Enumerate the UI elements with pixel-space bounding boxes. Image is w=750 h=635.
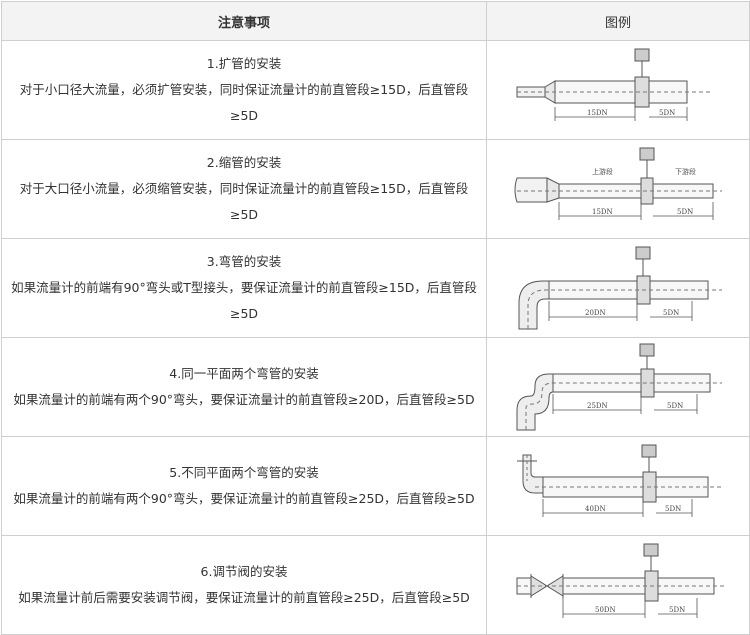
upstream-length-label: 20DN: [585, 309, 606, 317]
row-title: 5.不同平面两个弯管的安装: [169, 465, 319, 480]
figure-cell: 50DN 5DN: [486, 535, 750, 635]
row-title: 6.调节阀的安装: [200, 564, 288, 579]
table-header-row: 注意事项 图例: [1, 1, 750, 41]
row-title: 2.缩管的安装: [206, 155, 282, 170]
double-elbow-3d-diagram: 40DN 5DN: [517, 444, 722, 517]
row-text-cell: 2.缩管的安装 对于大口径小流量，必须缩管安装，同时保证流量计的前直管段≥15D…: [1, 139, 487, 239]
reducer-diagram: 上游段 下游段 15DN 5DN: [514, 147, 722, 220]
row-description: 对于大口径小流量，必须缩管安装，同时保证流量计的前直管段≥15D，后直管段≥5D: [19, 181, 469, 222]
row-description: 对于小口径大流量，必须扩管安装，同时保证流量计的前直管段≥15D，后直管段≥5D: [19, 82, 469, 123]
row-title: 3.弯管的安装: [206, 254, 282, 269]
upstream-length-label: 15DN: [592, 208, 613, 216]
figure-cell: 20DN 5DN: [486, 238, 750, 338]
row-description: 如果流量计的前端有两个90°弯头，要保证流量计的前直管段≥25D，后直管段≥5D: [13, 491, 475, 506]
upstream-section-label: 上游段: [592, 167, 613, 176]
upstream-length-label: 25DN: [587, 402, 608, 410]
expander-diagram: 15DN 5DN: [516, 48, 712, 121]
downstream-length-label: 5DN: [659, 109, 675, 117]
row-text-cell: 3.弯管的安装 如果流量计的前端有90°弯头或T型接头，要保证流量计的前直管段≥…: [1, 238, 487, 338]
valve-diagram: 50DN 5DN: [516, 543, 725, 618]
header-figure: 图例: [486, 1, 750, 41]
table-row: 3.弯管的安装 如果流量计的前端有90°弯头或T型接头，要保证流量计的前直管段≥…: [1, 238, 750, 338]
elbow-diagram: 20DN 5DN: [518, 246, 722, 330]
downstream-length-label: 5DN: [669, 606, 685, 614]
upstream-length-label: 40DN: [585, 505, 606, 513]
figure-cell: 25DN 5DN: [486, 337, 750, 437]
downstream-length-label: 5DN: [667, 402, 683, 410]
row-description: 如果流量计前后需要安装调节阀，要保证流量计的前直管段≥25D，后直管段≥5D: [18, 590, 470, 605]
figure-cell: 40DN 5DN: [486, 436, 750, 536]
row-title: 4.同一平面两个弯管的安装: [169, 366, 319, 381]
downstream-length-label: 5DN: [663, 309, 679, 317]
header-notes: 注意事项: [1, 1, 487, 41]
row-title: 1.扩管的安装: [206, 56, 282, 71]
table-row: 1.扩管的安装 对于小口径大流量，必须扩管安装，同时保证流量计的前直管段≥15D…: [1, 40, 750, 140]
downstream-length-label: 5DN: [677, 208, 693, 216]
row-text-cell: 1.扩管的安装 对于小口径大流量，必须扩管安装，同时保证流量计的前直管段≥15D…: [1, 40, 487, 140]
table-row: 5.不同平面两个弯管的安装 如果流量计的前端有两个90°弯头，要保证流量计的前直…: [1, 436, 750, 536]
figure-cell: 上游段 下游段 15DN 5DN: [486, 139, 750, 239]
table-row: 4.同一平面两个弯管的安装 如果流量计的前端有两个90°弯头，要保证流量计的前直…: [1, 337, 750, 437]
upstream-length-label: 50DN: [595, 606, 616, 614]
row-text-cell: 6.调节阀的安装 如果流量计前后需要安装调节阀，要保证流量计的前直管段≥25D，…: [1, 535, 487, 635]
upstream-length-label: 15DN: [587, 109, 608, 117]
table-row: 2.缩管的安装 对于大口径小流量，必须缩管安装，同时保证流量计的前直管段≥15D…: [1, 139, 750, 239]
row-description: 如果流量计的前端有90°弯头或T型接头，要保证流量计的前直管段≥15D，后直管段…: [11, 280, 477, 321]
row-text-cell: 5.不同平面两个弯管的安装 如果流量计的前端有两个90°弯头，要保证流量计的前直…: [1, 436, 487, 536]
row-description: 如果流量计的前端有两个90°弯头，要保证流量计的前直管段≥20D，后直管段≥5D: [13, 392, 475, 407]
double-elbow-diagram: 25DN 5DN: [516, 343, 722, 431]
downstream-length-label: 5DN: [665, 505, 681, 513]
figure-cell: 15DN 5DN: [486, 40, 750, 140]
downstream-section-label: 下游段: [675, 167, 696, 176]
row-text-cell: 4.同一平面两个弯管的安装 如果流量计的前端有两个90°弯头，要保证流量计的前直…: [1, 337, 487, 437]
table-row: 6.调节阀的安装 如果流量计前后需要安装调节阀，要保证流量计的前直管段≥25D，…: [1, 535, 750, 635]
